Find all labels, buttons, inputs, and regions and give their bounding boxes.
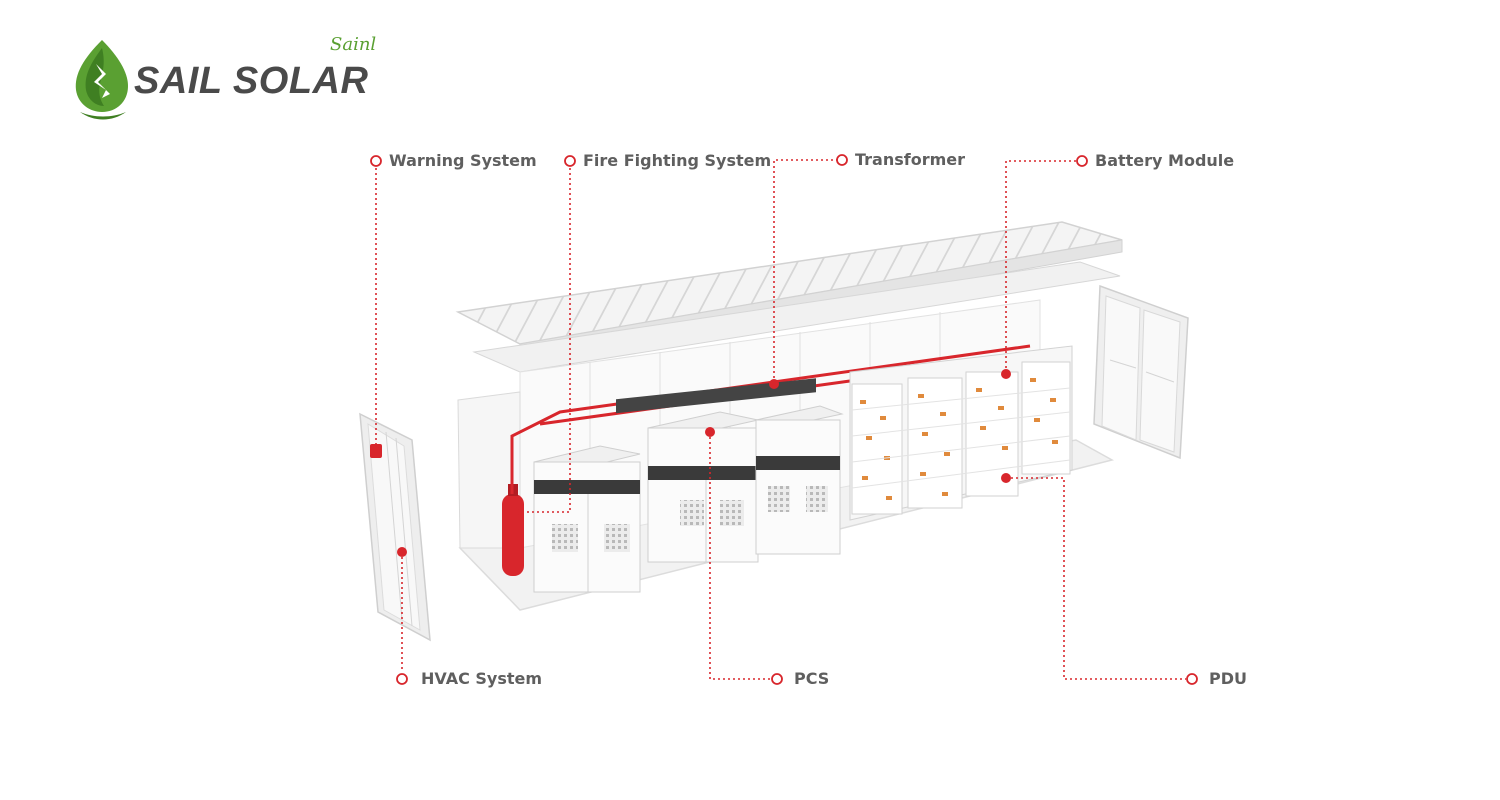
pcs-cabinet-2 (647, 411, 759, 563)
leader-lines (375, 159, 1186, 680)
pcs-cabinet-1 (533, 445, 641, 593)
label-battery-module: Battery Module (1095, 151, 1235, 170)
hvac-door (359, 412, 431, 642)
brand-script: Sainl (330, 34, 377, 55)
container-side-door (1093, 284, 1189, 460)
brand-logo: SAIL SOLAR Sainl (72, 34, 412, 124)
pcs-cabinet-3 (754, 405, 844, 555)
transformer-unit (616, 378, 816, 414)
leaf-logo-icon (75, 40, 128, 120)
label-warning-system: Warning System (389, 151, 537, 170)
label-fire-fighting-system: Fire Fighting System (583, 151, 772, 170)
brand-name: SAIL SOLAR (134, 60, 369, 102)
label-transformer: Transformer (855, 150, 966, 169)
label-hvac-system: HVAC System (421, 669, 543, 688)
callout-anchors (371, 369, 1011, 557)
label-pdu: PDU (1209, 669, 1247, 688)
label-pcs: PCS (794, 669, 830, 688)
container-roof (455, 221, 1123, 373)
fire-extinguisher (502, 484, 524, 576)
callout-rings (370, 154, 1198, 685)
battery-racks (849, 345, 1073, 521)
